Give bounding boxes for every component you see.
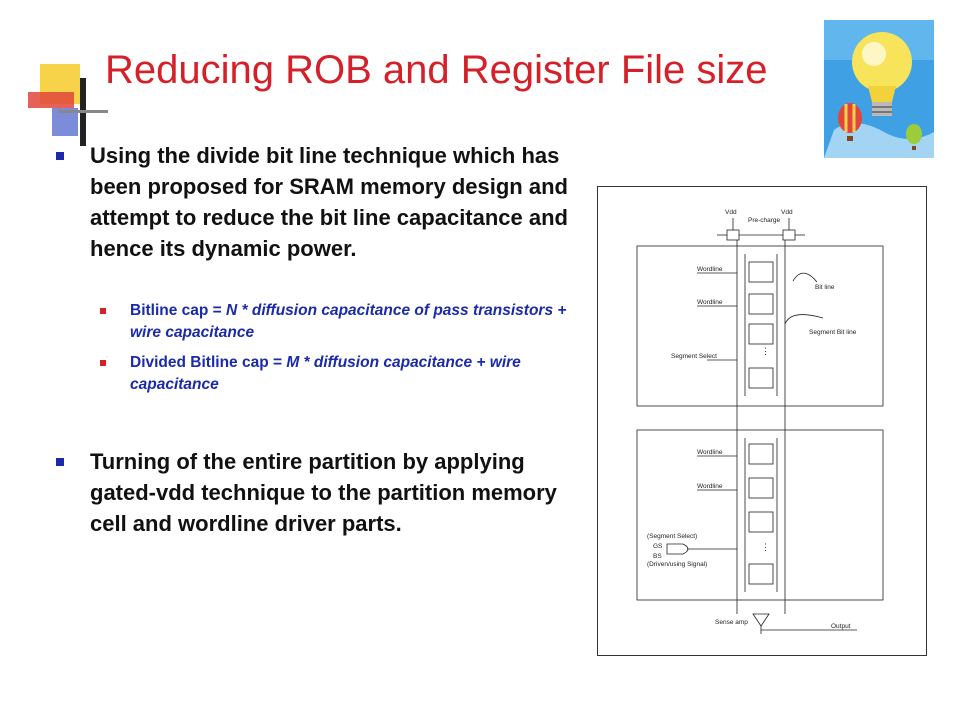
sub-bullet-marker xyxy=(100,360,106,366)
vdd-left-label: Vdd xyxy=(725,209,737,216)
gs-label: GS xyxy=(653,543,663,550)
vdd-right-label: Vdd xyxy=(781,209,793,216)
bullet-1: Using the divide bit line technique whic… xyxy=(56,140,586,264)
seg-select-paren-label: (Segment Select) xyxy=(647,533,697,540)
slide-title: Reducing ROB and Register File size xyxy=(105,48,768,92)
wordline-label-4: Wordline xyxy=(697,483,723,490)
wordline-label-2: Wordline xyxy=(697,299,723,306)
sub-bullet-2: Divided Bitline cap = M * diffusion capa… xyxy=(56,352,586,396)
driven-signal-label: (Driven/using Signal) xyxy=(647,561,707,568)
wordline-label-1: Wordline xyxy=(697,266,723,273)
svg-text:⋮: ⋮ xyxy=(761,346,770,356)
segment-bit-line-label: Segment Bit line xyxy=(809,329,857,336)
hot-air-balloon-icon xyxy=(838,103,922,150)
sense-amp-label: Sense amp xyxy=(715,619,748,626)
divided-bitline-diagram: Vdd Vdd Pre-charge Wordline Wordline Seg… xyxy=(597,186,927,656)
sub-bullet-1: Bitline cap = N * diffusion capacitance … xyxy=(56,300,586,344)
sub-bullet-marker xyxy=(100,308,106,314)
svg-text:⋮: ⋮ xyxy=(761,542,770,552)
segment-select-label: Segment Select xyxy=(671,353,717,360)
bullet-marker xyxy=(56,152,64,160)
bullet-2: Turning of the entire partition by apply… xyxy=(56,446,586,539)
slide-content: Using the divide bit line technique whic… xyxy=(56,140,586,539)
bullet-marker xyxy=(56,458,64,466)
bit-line-label: Bit line xyxy=(815,284,835,291)
output-label: Output xyxy=(831,623,851,630)
bs-label: BS xyxy=(653,553,662,560)
lightbulb-icon xyxy=(824,20,934,158)
precharge-label: Pre-charge xyxy=(748,217,781,224)
wordline-label-3: Wordline xyxy=(697,449,723,456)
title-decoration xyxy=(28,64,108,146)
